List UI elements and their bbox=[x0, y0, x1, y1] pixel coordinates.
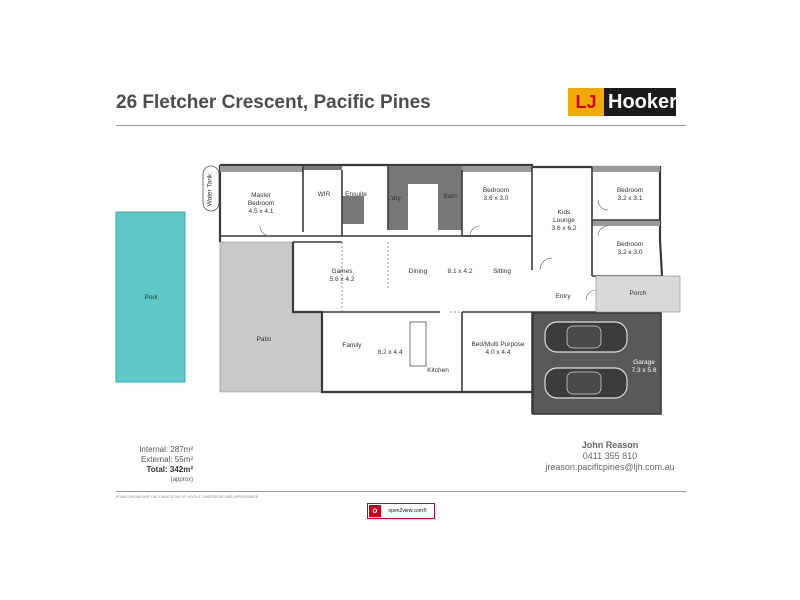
dining-sitting-dims: 8.1 x 4.2 bbox=[447, 268, 473, 275]
family-label: Family bbox=[342, 342, 362, 349]
pool-label: Pool bbox=[144, 294, 158, 301]
patio-label: Patio bbox=[256, 336, 272, 343]
external-area: External: 55m² bbox=[140, 455, 193, 464]
family-kitchen-dims: 8.2 x 4.4 bbox=[377, 349, 403, 356]
internal-area: Internal: 287m² bbox=[139, 445, 193, 454]
dining-label: Dining bbox=[408, 268, 428, 275]
open2view-icon: o bbox=[369, 505, 381, 517]
water-tank-label: Water Tank bbox=[206, 173, 214, 207]
kitchen-island bbox=[409, 321, 427, 367]
bath-label: Bath bbox=[443, 193, 457, 200]
outer-wall-bottom bbox=[291, 242, 532, 394]
disclaimer-text: PLANS SHOWN ARE ONLY INDICATIVE OF LAYOU… bbox=[116, 495, 259, 499]
car-icons bbox=[544, 321, 628, 399]
lj-hooker-logo-name: Hooker bbox=[604, 88, 677, 116]
page-title: 26 Fletcher Crescent, Pacific Pines bbox=[116, 92, 431, 113]
agent-email: jreason.pacificpines@ljh.com.au bbox=[545, 462, 675, 472]
open2view-badge[interactable]: o open2view.com® bbox=[367, 503, 435, 519]
total-area: Total: 342m² bbox=[146, 465, 193, 474]
footer-divider bbox=[116, 491, 686, 492]
wir-label: WIR bbox=[317, 191, 331, 198]
entry-label: Entry bbox=[555, 293, 571, 300]
ensuite-label: Ensuite bbox=[345, 191, 367, 198]
patio-area bbox=[219, 241, 323, 393]
porch-area bbox=[595, 275, 681, 313]
approx-note: (approx) bbox=[170, 477, 193, 483]
sitting-label: Sitting bbox=[492, 268, 512, 275]
kitchen-label: Kitchen bbox=[427, 367, 449, 374]
open2view-text: open2view.com® bbox=[388, 508, 427, 514]
lj-hooker-logo-mark: LJ bbox=[568, 88, 604, 116]
agent-phone: 0411 355 810 bbox=[582, 451, 638, 461]
header-divider bbox=[116, 125, 686, 126]
porch-label: Porch bbox=[629, 290, 647, 297]
agent-name: John Reason bbox=[581, 440, 639, 450]
pool-area bbox=[115, 211, 186, 383]
laundry-label: L'dry bbox=[387, 195, 401, 202]
